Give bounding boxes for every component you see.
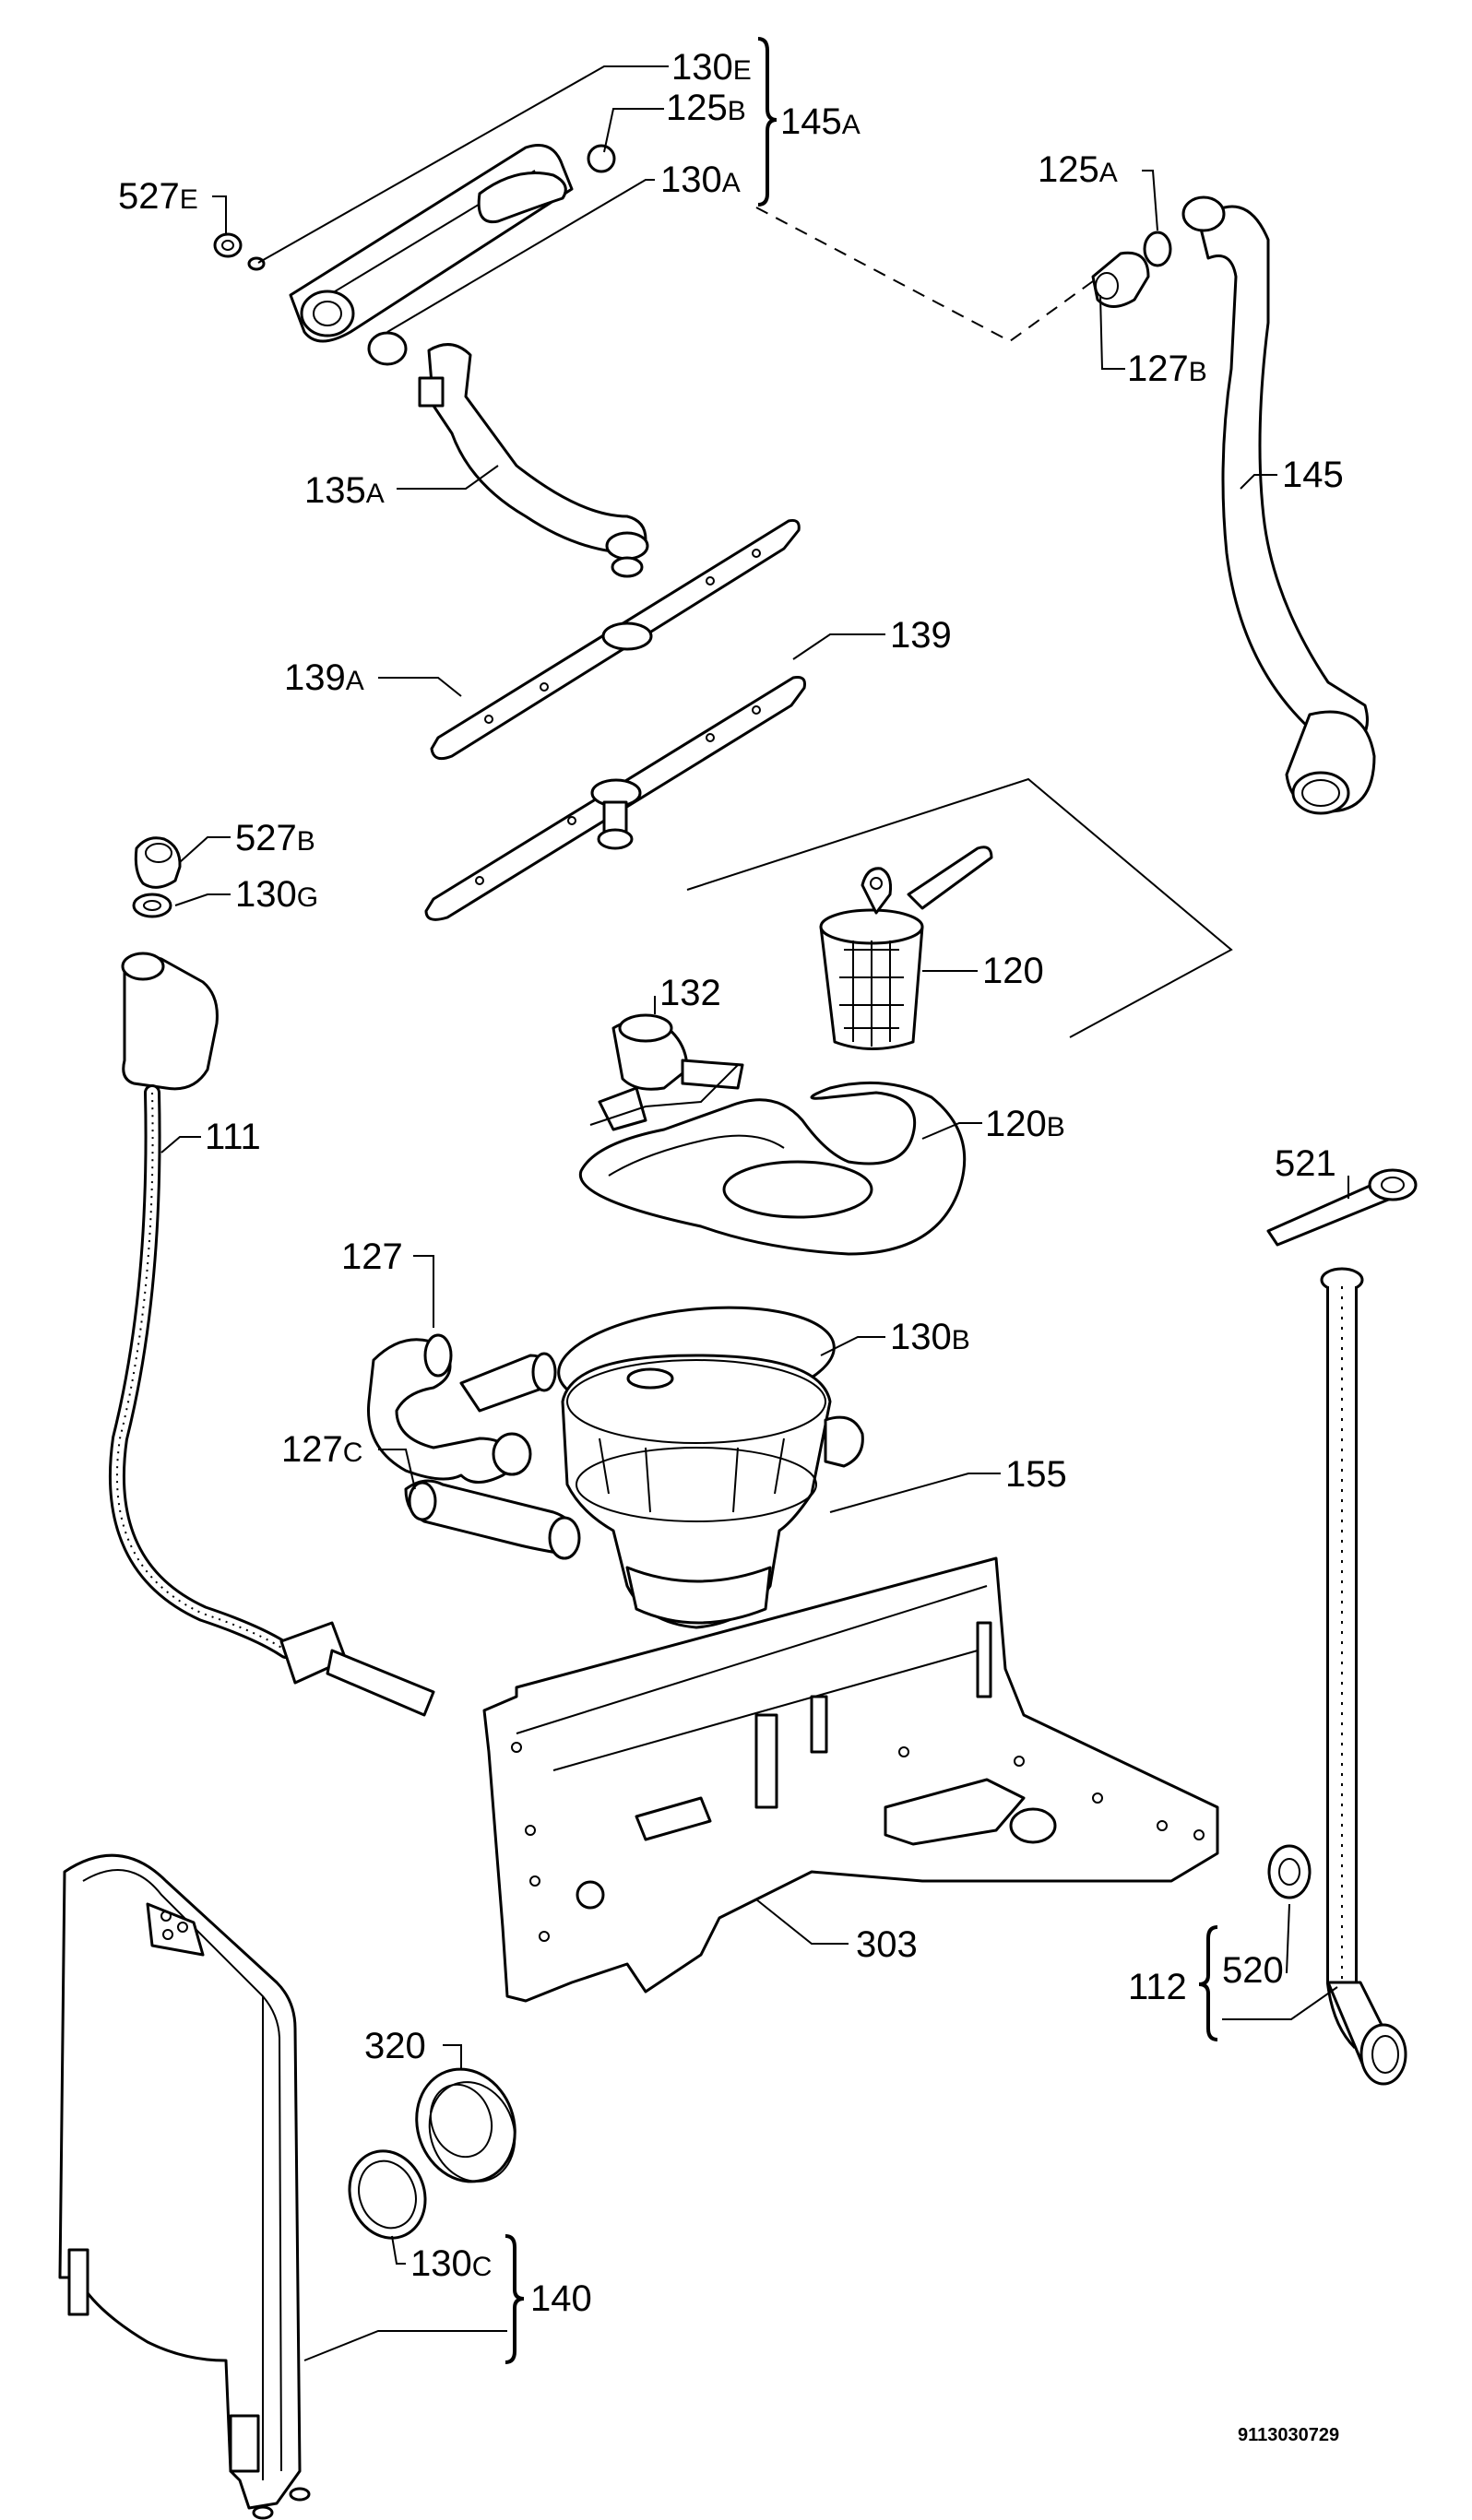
brace-112 (1198, 1925, 1218, 2041)
label-120: 120 (982, 951, 1044, 991)
label-145: 145 (1282, 455, 1344, 495)
upper-spray-arm-conduit (289, 144, 574, 343)
reference-code: 9113030729 (1238, 2425, 1339, 2445)
label-120b: 120B (985, 1104, 1065, 1144)
label-127c: 127C (281, 1429, 362, 1470)
label-139a: 139A (284, 657, 364, 698)
label-135a: 135A (304, 470, 385, 511)
label-130a: 130A (660, 160, 741, 200)
sump-155 (561, 1354, 864, 1629)
o-ring-130e (247, 256, 266, 271)
o-ring-130a (367, 331, 408, 366)
label-130b: 130B (890, 1317, 970, 1357)
label-111: 111 (205, 1117, 261, 1157)
washer-130g (132, 893, 172, 918)
seal-320 (415, 2067, 516, 2183)
grommet-520 (1267, 1844, 1312, 1899)
label-145a: 145A (780, 101, 861, 142)
feed-pipe-135a (418, 343, 649, 578)
label-132: 132 (659, 973, 721, 1013)
label-155: 155 (1005, 1454, 1067, 1495)
hose-127c (404, 1479, 581, 1560)
label-303: 303 (856, 1924, 918, 1965)
hose-127 (367, 1333, 557, 1484)
nut-527e (213, 232, 243, 258)
label-127: 127 (341, 1236, 403, 1277)
nut-527b (134, 836, 182, 889)
clip-521 (1266, 1168, 1418, 1247)
inlet-hose-111 (109, 952, 435, 1717)
label-130g: 130G (235, 874, 318, 915)
brace-145a (757, 37, 778, 207)
label-139: 139 (890, 615, 952, 656)
filter-group-outline (686, 777, 1233, 1038)
drain-hose-112 (1320, 1267, 1407, 2086)
o-ring-125a (1143, 231, 1172, 267)
label-527e: 527E (118, 176, 198, 217)
spray-arm-139a (430, 519, 801, 761)
label-140: 140 (530, 2278, 592, 2319)
label-320: 320 (364, 2026, 426, 2066)
o-ring-125b (587, 144, 616, 173)
gasket-120b (578, 1081, 967, 1256)
label-527b: 527B (235, 818, 315, 858)
label-521: 521 (1275, 1143, 1336, 1184)
connector-127b (1091, 251, 1150, 308)
ring-130c (348, 2149, 427, 2240)
label-130c: 130C (410, 2243, 492, 2284)
label-520: 520 (1222, 1950, 1284, 1991)
filter-120 (819, 846, 993, 1050)
spray-arm-139 (424, 676, 806, 921)
label-125b: 125B (666, 88, 746, 128)
label-127b: 127B (1127, 349, 1207, 389)
label-130e: 130E (671, 47, 752, 88)
dashed-connection-line (755, 207, 1094, 343)
label-125a: 125A (1038, 149, 1118, 190)
base-frame-303 (482, 1556, 1219, 2003)
brace-140 (505, 2234, 525, 2364)
label-112: 112 (1128, 1967, 1187, 2007)
side-panel-140 (58, 1853, 311, 2520)
hose-145 (1181, 195, 1376, 815)
valve-132 (589, 1013, 744, 1131)
